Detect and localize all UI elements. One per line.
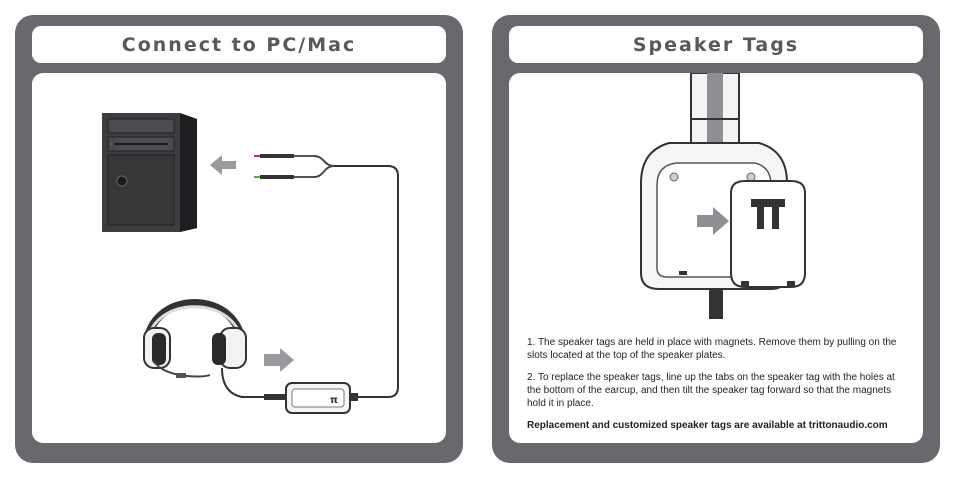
headset-illustration	[143, 299, 292, 400]
speaker-tags-area: 1. The speaker tags are held in place wi…	[509, 73, 923, 443]
svg-text:π: π	[330, 395, 338, 406]
connect-title: Connect to PC/Mac	[121, 33, 357, 56]
speaker-tags-panel: Speaker Tags	[492, 15, 940, 463]
connect-diagram-area: π	[32, 73, 446, 443]
speaker-tag-illustration	[730, 180, 806, 288]
arrow-to-earcup-icon	[697, 207, 729, 235]
speaker-tags-title: Speaker Tags	[632, 33, 800, 56]
connect-panel: Connect to PC/Mac	[15, 15, 463, 463]
step-1-text: 1. The speaker tags are held in place wi…	[527, 337, 897, 361]
speaker-tags-title-bar: Speaker Tags	[509, 26, 923, 63]
connect-diagram: π	[102, 113, 399, 414]
connect-title-bar: Connect to PC/Mac	[32, 26, 446, 63]
availability-note: Replacement and customized speaker tags …	[527, 420, 888, 431]
arrow-to-pc-icon	[210, 155, 236, 175]
speaker-tag-diagram	[640, 73, 806, 319]
speaker-tag-instructions: 1. The speaker tags are held in place wi…	[527, 336, 902, 441]
step-2-text: 2. To replace the speaker tags, line up …	[527, 372, 895, 409]
audio-jacks	[254, 154, 335, 179]
cable	[334, 165, 399, 398]
inline-controller: π	[285, 382, 358, 414]
pc-tower-illustration	[102, 113, 197, 232]
arrow-to-controller-icon	[264, 348, 294, 372]
